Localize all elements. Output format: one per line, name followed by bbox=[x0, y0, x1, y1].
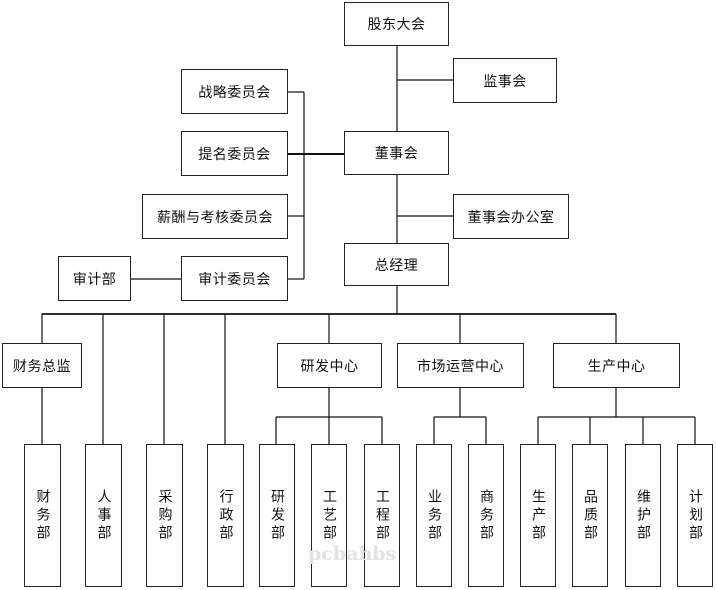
rnd-center-box: 研发中心 bbox=[277, 343, 382, 388]
business-dept-box: 业务部 bbox=[416, 444, 452, 587]
nomination-committee-box: 提名委员会 bbox=[181, 131, 288, 176]
audit-committee-label: 审计委员会 bbox=[198, 271, 271, 288]
audit-committee-box: 审计委员会 bbox=[181, 256, 288, 301]
production-center-box: 生产中心 bbox=[553, 343, 680, 388]
marketing-center-box: 市场运营中心 bbox=[397, 343, 524, 388]
purchasing-dept-box: 采购部 bbox=[146, 444, 183, 587]
maintenance-dept-box: 维护部 bbox=[625, 444, 661, 587]
admin-dept-label: 行政部 bbox=[217, 488, 234, 543]
production-dept-box: 生产部 bbox=[520, 444, 556, 587]
board-office-label: 董事会办公室 bbox=[467, 209, 555, 226]
commerce-dept-box: 商务部 bbox=[468, 444, 504, 587]
engineering-dept-label: 工程部 bbox=[374, 488, 390, 543]
shareholders-label: 股东大会 bbox=[367, 17, 426, 33]
general-manager-box: 总经理 bbox=[344, 243, 449, 286]
hr-dept-box: 人事部 bbox=[85, 444, 122, 587]
admin-dept-box: 行政部 bbox=[207, 444, 244, 587]
nomination-committee-label: 提名委员会 bbox=[198, 146, 271, 163]
planning-dept-box: 计划部 bbox=[677, 444, 713, 587]
finance-dept-label: 财务部 bbox=[34, 488, 51, 543]
supervisors-box: 监事会 bbox=[453, 58, 557, 103]
hr-dept-label: 人事部 bbox=[95, 488, 112, 543]
maintenance-dept-label: 维护部 bbox=[635, 488, 651, 543]
board-office-box: 董事会办公室 bbox=[453, 194, 569, 239]
strategy-committee-label: 战略委员会 bbox=[198, 84, 271, 101]
board-box: 董事会 bbox=[344, 131, 449, 175]
rnd-center-label: 研发中心 bbox=[300, 358, 359, 375]
engineering-dept-box: 工程部 bbox=[364, 444, 400, 587]
supervisors-label: 监事会 bbox=[483, 73, 527, 90]
rnd-dept-box: 研发部 bbox=[259, 444, 295, 587]
board-label: 董事会 bbox=[374, 146, 419, 162]
business-dept-label: 业务部 bbox=[426, 488, 442, 543]
shareholders-box: 股东大会 bbox=[344, 2, 449, 46]
watermark: pcbahbs bbox=[308, 543, 397, 565]
planning-dept-label: 计划部 bbox=[687, 488, 703, 543]
cfo-label: 财务总监 bbox=[13, 358, 71, 375]
audit-dept-box: 审计部 bbox=[58, 256, 131, 301]
audit-dept-label: 审计部 bbox=[72, 271, 117, 288]
quality-dept-box: 品质部 bbox=[572, 444, 608, 587]
process-dept-box: 工艺部 bbox=[311, 444, 347, 587]
compensation-committee-box: 薪酬与考核委员会 bbox=[142, 194, 288, 239]
commerce-dept-label: 商务部 bbox=[478, 488, 494, 543]
general-manager-label: 总经理 bbox=[374, 257, 419, 274]
compensation-committee-label: 薪酬与考核委员会 bbox=[157, 209, 273, 226]
purchasing-dept-label: 采购部 bbox=[156, 488, 173, 543]
quality-dept-label: 品质部 bbox=[582, 488, 598, 543]
rnd-dept-label: 研发部 bbox=[269, 488, 285, 543]
marketing-center-label: 市场运营中心 bbox=[417, 358, 504, 375]
production-dept-label: 生产部 bbox=[530, 488, 546, 543]
finance-dept-box: 财务部 bbox=[24, 444, 61, 587]
cfo-box: 财务总监 bbox=[2, 343, 82, 388]
strategy-committee-box: 战略委员会 bbox=[181, 69, 288, 114]
process-dept-label: 工艺部 bbox=[321, 488, 337, 543]
production-center-label: 生产中心 bbox=[587, 358, 646, 375]
